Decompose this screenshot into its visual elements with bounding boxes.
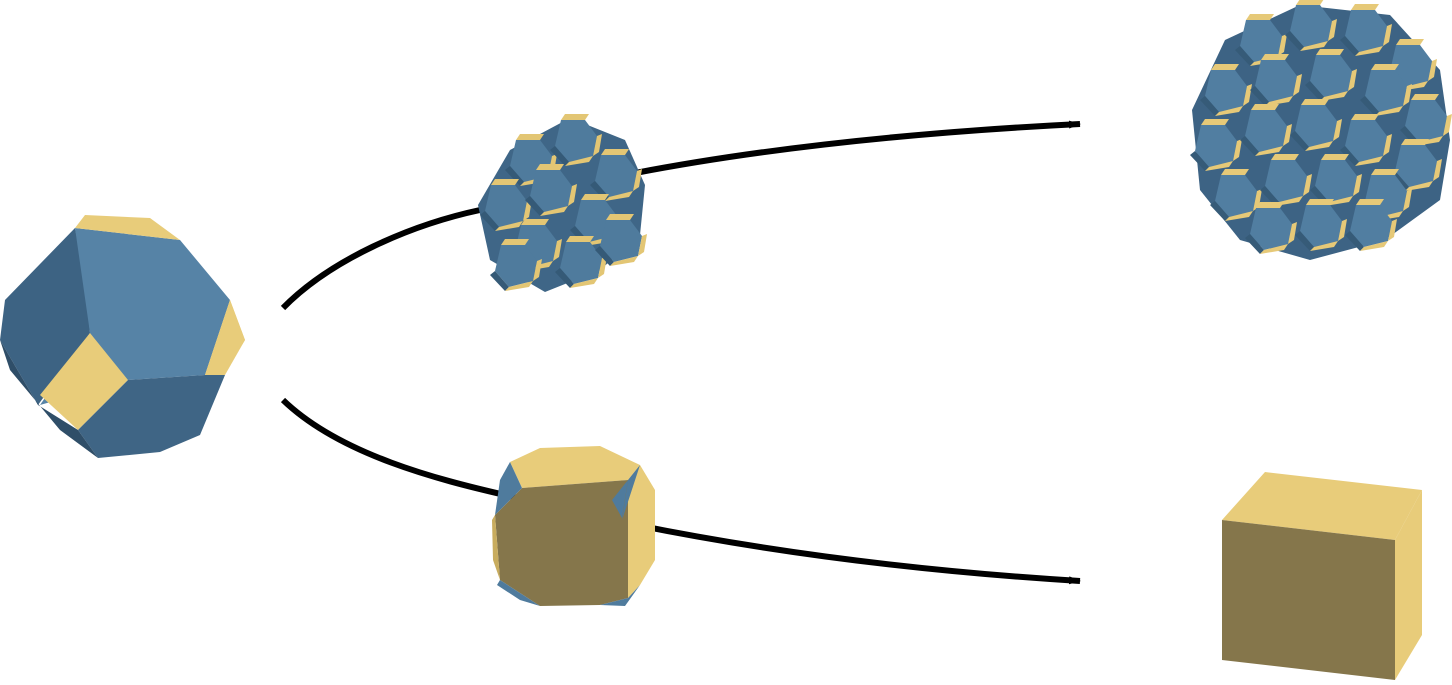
arrows bbox=[280, 120, 1081, 585]
lower-path-arrow bbox=[280, 397, 1081, 585]
cube bbox=[1222, 472, 1422, 680]
large-cluster bbox=[1190, 0, 1452, 260]
truncated-cube bbox=[492, 446, 655, 606]
small-cluster bbox=[478, 114, 647, 292]
upper-path-arrow bbox=[280, 120, 1081, 311]
truncated-octahedron bbox=[0, 215, 245, 458]
